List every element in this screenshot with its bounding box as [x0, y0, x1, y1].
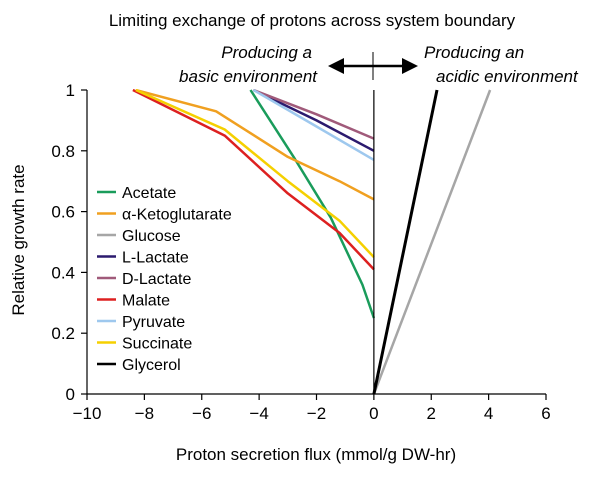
arrow-left-head: [328, 58, 344, 74]
x-tick-label: 2: [427, 404, 436, 423]
series-line-5: [132, 89, 375, 271]
series-line-7: [135, 89, 375, 259]
y-axis-label: Relative growth rate: [9, 164, 28, 315]
annotation-right-line1: Producing an: [424, 43, 524, 62]
axes-layer: −10 −8 −6 −4 −2 0 2 4 6 0 0.2 0.4 0.6 0.8 1: [51, 81, 550, 423]
x-tick-label: −2: [307, 404, 326, 423]
y-tick-label: 0.8: [51, 142, 75, 161]
series-line-3: [252, 89, 375, 152]
annotation-left-line1: Producing a: [221, 43, 312, 62]
legend-label-6: Pyruvate: [122, 314, 185, 331]
chart-title: Limiting exchange of protons across syst…: [109, 11, 516, 30]
x-tick-label: −4: [249, 404, 268, 423]
y-tick-label: 0.2: [51, 324, 75, 343]
annotation-right-line2: acidic environment: [436, 67, 579, 86]
legend: Acetate α-KetoglutarateGlucoseL-LactateD-…: [92, 177, 242, 379]
legend-label-1: α-Ketoglutarate: [122, 207, 232, 224]
arrow-right-head: [402, 58, 418, 74]
x-tick-label: −10: [73, 404, 102, 423]
legend-label-0: Acetate: [122, 185, 176, 202]
y-tick-label: 0.6: [51, 203, 75, 222]
y-tick-label: 0.4: [51, 263, 75, 282]
legend-label-4: D-Lactate: [122, 271, 191, 288]
y-tick-label: 1: [66, 81, 75, 100]
series-line-0: [249, 89, 376, 319]
series-line-4: [252, 89, 375, 140]
y-tick-label: 0: [66, 385, 75, 404]
series-line-1: [135, 89, 375, 201]
series-line-8: [372, 89, 439, 395]
series-layer: [132, 89, 492, 395]
x-tick-label: −6: [192, 404, 211, 423]
legend-label-3: L-Lactate: [122, 250, 189, 267]
series-line-2: [372, 89, 492, 395]
x-tick-label: 4: [484, 404, 493, 423]
series-line-6: [252, 89, 375, 161]
legend-label-5: Malate: [122, 293, 170, 310]
x-axis-label: Proton secretion flux (mmol/g DW-hr): [176, 445, 456, 464]
legend-label-2: Glucose: [122, 228, 181, 245]
legend-box: [92, 177, 242, 379]
x-tick-label: 6: [541, 404, 550, 423]
x-tick-label: −8: [135, 404, 154, 423]
x-tick-label: 0: [369, 404, 378, 423]
annotation-left-line2: basic environment: [179, 67, 318, 86]
legend-label-7: Succinate: [122, 336, 192, 353]
legend-label-8: Glycerol: [122, 357, 181, 374]
